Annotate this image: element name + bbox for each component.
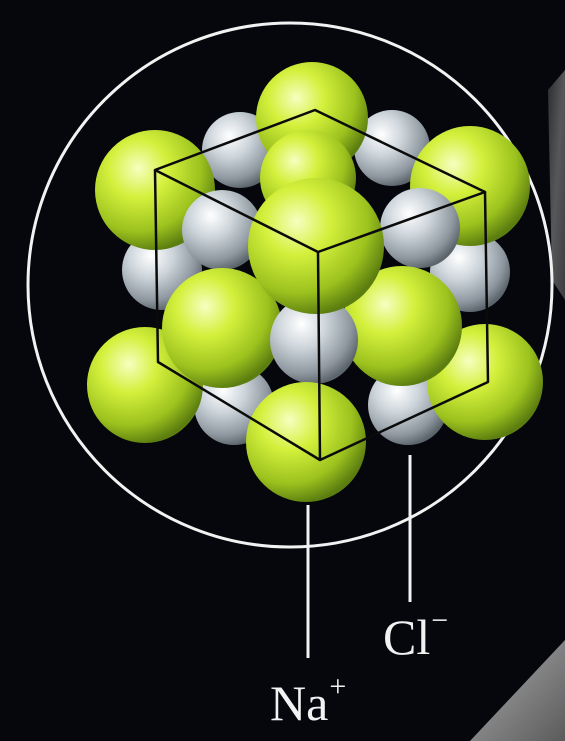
crystal-texture-bottom — [470, 640, 565, 741]
chloride-symbol: Cl — [383, 609, 430, 665]
sodium-symbol: Na — [270, 675, 328, 731]
sodium-charge: + — [329, 670, 346, 703]
chloride-ion — [380, 188, 460, 268]
sodium-ion — [248, 178, 384, 314]
chloride-label: Cl− — [383, 612, 448, 662]
sodium-label: Na+ — [270, 678, 346, 728]
chloride-charge: − — [431, 604, 448, 637]
sodium-ion — [246, 382, 366, 502]
